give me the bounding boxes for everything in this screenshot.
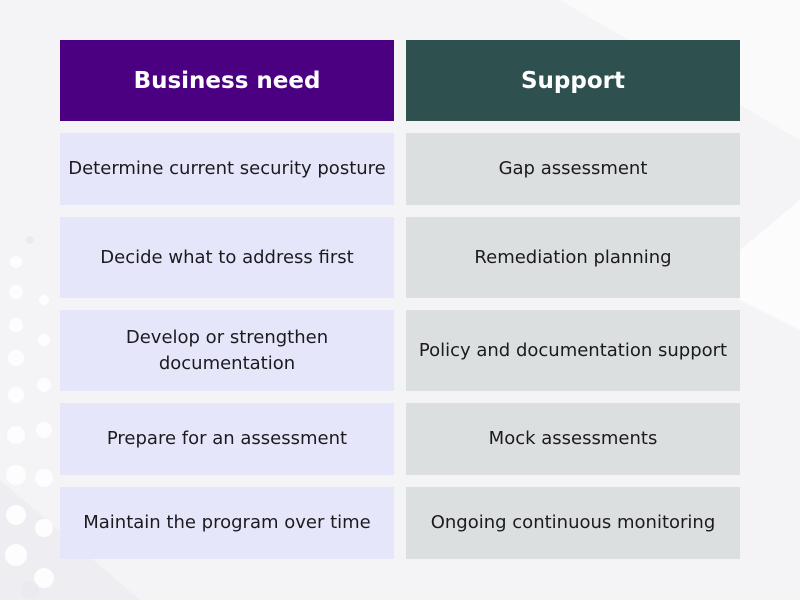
header-business-need-label: Business need xyxy=(133,67,321,94)
need-cell-2: Decide what to address first xyxy=(60,217,394,298)
support-label: Policy and documentation support xyxy=(418,339,728,361)
need-label: Prepare for an assessment xyxy=(106,428,348,449)
support-cell-2: Remediation planning xyxy=(406,217,740,298)
support-cell-4: Mock assessments xyxy=(406,403,740,475)
header-support: Support xyxy=(406,40,740,121)
support-label: Remediation planning xyxy=(474,246,672,268)
header-business-need: Business need xyxy=(60,40,394,121)
need-cell-3: Develop or strengthen documentation xyxy=(60,310,394,391)
support-label: Gap assessment xyxy=(498,158,648,179)
need-label: Determine current security posture xyxy=(68,158,386,179)
support-cell-3: Policy and documentation support xyxy=(406,310,740,391)
need-label: Decide what to address first xyxy=(100,246,354,268)
header-support-label: Support xyxy=(520,67,625,94)
support-label: Mock assessments xyxy=(488,428,658,449)
need-label: Maintain the program over time xyxy=(83,512,371,533)
need-cell-4: Prepare for an assessment xyxy=(60,403,394,475)
support-cell-1: Gap assessment xyxy=(406,133,740,205)
support-label: Ongoing continuous monitoring xyxy=(430,512,716,533)
need-cell-1: Determine current security posture xyxy=(60,133,394,205)
need-label: Develop or strengthen documentation xyxy=(125,326,329,374)
needs-support-table: Business need Support Determine current … xyxy=(60,40,740,560)
need-cell-5: Maintain the program over time xyxy=(60,487,394,559)
support-cell-5: Ongoing continuous monitoring xyxy=(406,487,740,559)
